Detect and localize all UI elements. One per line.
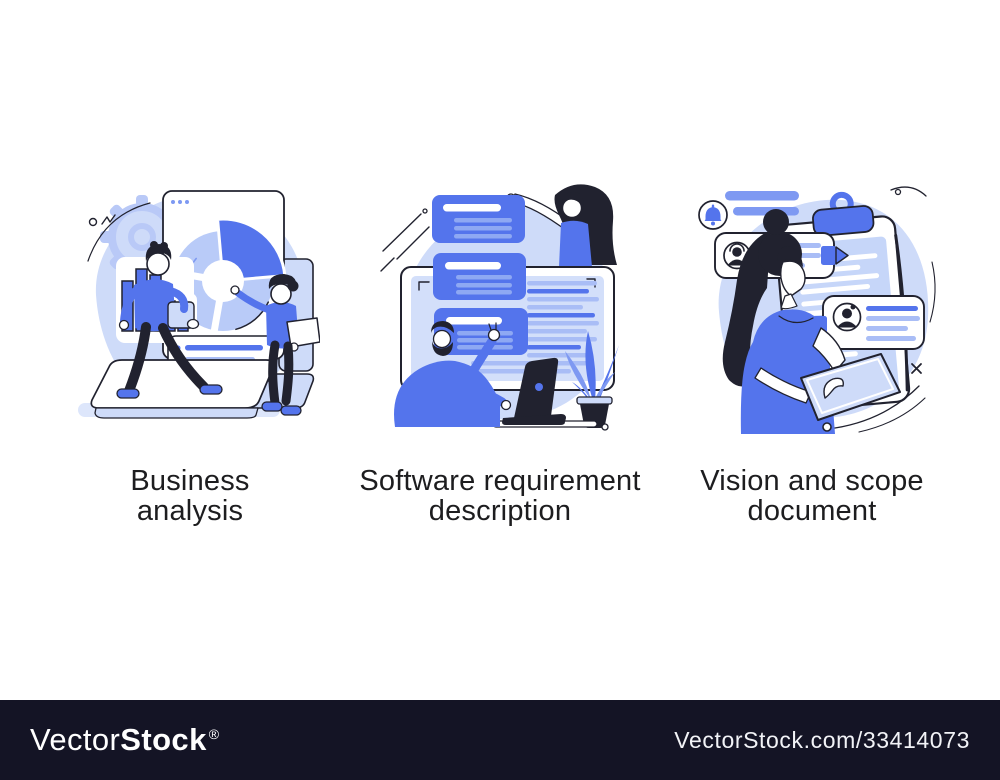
- logo-text-vector: Vector: [30, 722, 121, 757]
- user-avatar-icon: [832, 302, 862, 332]
- caption-line: Software requirement: [359, 465, 641, 497]
- requirement-cards: [432, 195, 528, 355]
- caption-line: analysis: [136, 495, 244, 527]
- registered-mark-icon: ®: [208, 726, 220, 742]
- illustration-business-analysis: [60, 175, 320, 435]
- caption-software-requirement-description: Software requirement description: [340, 466, 660, 526]
- woman-with-tablet: [722, 209, 901, 434]
- requirement-card: [432, 195, 525, 243]
- plant: [565, 331, 619, 428]
- tablet: [800, 353, 901, 421]
- caption-line: Business: [130, 465, 250, 497]
- caption-vision-and-scope-document: Vision and scope document: [652, 466, 972, 526]
- watermark-attribution: VectorStock.com/33414073: [674, 726, 970, 753]
- laptop: [502, 357, 566, 425]
- caption-business-analysis: Business analysis: [30, 466, 350, 526]
- analyst-right: [230, 274, 320, 416]
- woman-reaching: [506, 184, 617, 267]
- chat-forward-arrow-icon: [821, 246, 849, 265]
- analyst-left: [116, 241, 223, 399]
- browser-dots-icon: [171, 200, 189, 204]
- watermark-bar: VectorStock® VectorStock.com/33414073: [0, 700, 1000, 780]
- vectorstock-logo: VectorStock®: [30, 722, 219, 758]
- pie-chart: [165, 217, 287, 339]
- notification: [698, 191, 799, 230]
- caption-line: Vision and scope: [700, 465, 924, 497]
- illustration-vision-and-scope-document: [685, 170, 945, 440]
- caption-line: description: [428, 495, 572, 527]
- caption-line: document: [747, 495, 877, 527]
- requirement-card: [433, 253, 526, 300]
- logo-text-stock: Stock: [120, 722, 207, 757]
- doodles: [87, 202, 151, 262]
- illustration-software-requirement-description: [375, 175, 635, 435]
- pointing-hand: [823, 377, 844, 399]
- doodles: [822, 186, 936, 433]
- bell-icon: [704, 204, 722, 226]
- man-typing: [394, 321, 512, 427]
- speed-lines: [380, 208, 430, 272]
